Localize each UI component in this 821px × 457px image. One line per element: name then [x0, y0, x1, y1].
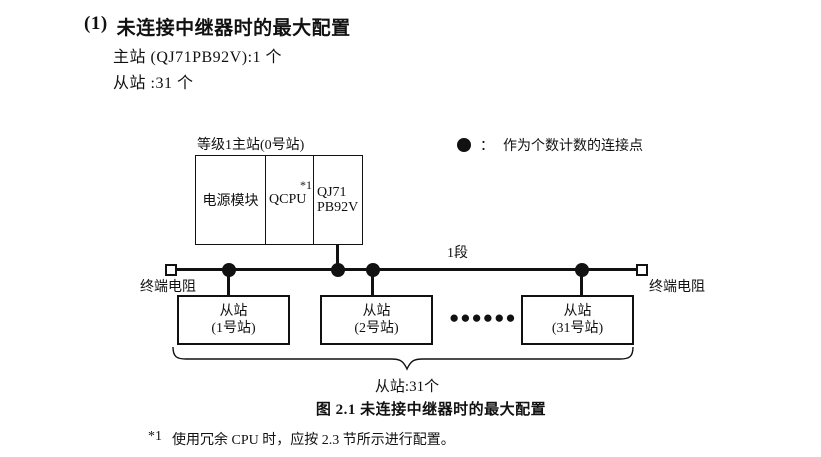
slave1-label-line1: 从站 — [219, 304, 248, 319]
legend: ： 作为个数计数的连接点 — [457, 135, 643, 155]
pb92v-module-cell: QJ71 PB92V — [314, 156, 362, 244]
footnote-marker: *1 — [148, 429, 162, 444]
connection-dot-icon — [457, 138, 471, 152]
legend-colon: ： — [480, 139, 494, 154]
section-heading: (1) 未连接中继器时的最大配置 — [84, 13, 351, 40]
slave-station-box-1: 从站 (1号站) — [177, 295, 290, 345]
power-supply-module-cell: 电源模块 — [196, 156, 266, 244]
terminator-square-right — [636, 264, 648, 276]
master-count-line: 主站 (QJ71PB92V):1 个 — [113, 49, 283, 66]
segment-label: 1段 — [447, 246, 468, 261]
power-supply-module-label: 电源模块 — [202, 194, 259, 209]
slave2-drop-line — [371, 270, 374, 295]
slave31-label-line2: (31号站) — [551, 321, 604, 336]
terminator-label-right: 终端电阻 — [649, 280, 705, 295]
terminator-label-left: 终端电阻 — [140, 280, 196, 295]
qcpu-module-label: QCPU — [269, 192, 307, 207]
master-station-box: 电源模块 *1 QCPU QJ71 PB92V — [195, 155, 363, 245]
slave-count-line: 从站 :31 个 — [113, 75, 194, 92]
slave-total-label: 从站:31个 — [374, 379, 440, 395]
terminator-square-left — [165, 264, 177, 276]
footnote-text: 使用冗余 CPU 时，应按 2.3 节所示进行配置。 — [172, 433, 455, 448]
footnote: *1 使用冗余 CPU 时，应按 2.3 节所示进行配置。 — [148, 429, 455, 449]
slave-station-box-31: 从站 (31号站) — [521, 295, 634, 345]
pb92v-module-label-line2: PB92V — [317, 200, 359, 215]
underbrace — [172, 346, 634, 371]
connection-dot — [331, 263, 345, 277]
slave31-drop-line — [580, 270, 583, 295]
qcpu-module-cell: *1 QCPU — [266, 156, 314, 244]
slave2-label-line2: (2号站) — [354, 321, 399, 336]
slave1-drop-line — [227, 270, 230, 295]
section-number: (1) — [84, 13, 108, 34]
bus-line-segment1 — [171, 268, 642, 271]
slave31-label-line1: 从站 — [563, 304, 592, 319]
ellipsis-dots: ●●●●●● — [449, 308, 517, 327]
figure-caption: 图 2.1 未连接中继器时的最大配置 — [315, 402, 547, 418]
pb92v-module-label-line1: QJ71 — [317, 185, 347, 200]
qcpu-footnote-marker: *1 — [300, 178, 312, 192]
master-station-label: 等级1主站(0号站) — [197, 138, 305, 153]
legend-label: 作为个数计数的连接点 — [503, 139, 643, 154]
slave-station-box-2: 从站 (2号站) — [320, 295, 433, 345]
slave1-label-line2: (1号站) — [211, 321, 256, 336]
section-title: 未连接中继器时的最大配置 — [116, 18, 351, 39]
master-drop-line — [336, 245, 339, 270]
slave2-label-line1: 从站 — [362, 304, 391, 319]
